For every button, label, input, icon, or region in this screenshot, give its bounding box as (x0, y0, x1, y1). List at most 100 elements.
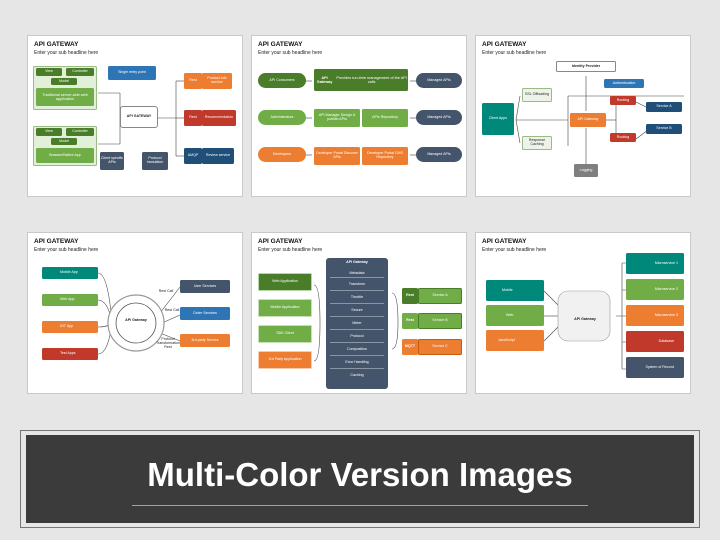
order-services-box: Order Services (180, 307, 230, 320)
protocol-box: Protocol translation (142, 152, 168, 170)
iot-app-box: IOT App (42, 321, 98, 333)
gateway-title: API Gateway (316, 75, 333, 84)
routing-box-1: Routing (610, 96, 636, 105)
microservice-2-box: Microservice 2 (626, 279, 684, 300)
third-party-box: 3rd party Service (180, 334, 230, 347)
rest-2: Rest (402, 313, 418, 329)
system-of-record-box: System of Record (626, 357, 684, 378)
web-box: Web (486, 305, 544, 326)
slide-thumbnail-5[interactable]: API GATEWAY Enter your sub headline here… (251, 232, 467, 394)
feature-secure: Secure (330, 304, 384, 317)
third-party-box: 3rd Party Application (258, 351, 312, 369)
caching-box: Response Caching (522, 136, 552, 150)
banner-title: Multi-Color Version Images (147, 456, 573, 493)
model-box-2: Model (51, 138, 77, 145)
controller-box: Controller (66, 68, 94, 76)
feature-transform: Transform (330, 278, 384, 291)
review-box: Review service (202, 148, 234, 164)
controller-box-2: Controller (66, 128, 94, 136)
consumers-box: API Consumers (258, 73, 306, 88)
client-apps-box: Client Apps (482, 103, 514, 135)
mobile-app-box: Mobile App (42, 267, 98, 279)
web-app-box: Web App (42, 294, 98, 306)
mobile-app-box: Mobile Application (258, 299, 312, 317)
feature-meter: Meter (330, 317, 384, 330)
rest-box: Rest (184, 73, 202, 89)
gateway-panel: API Gateway Metadata Transform Throttle … (326, 258, 388, 389)
rest-1: Rest (402, 288, 418, 304)
mqtt: MQTT (402, 339, 418, 355)
feature-caching: Caching (350, 372, 364, 377)
routing-box-2: Routing (610, 133, 636, 142)
repository-box: APIs Repository (362, 109, 408, 127)
authentication-box: Authentication (604, 79, 644, 88)
model-box: Model (51, 78, 77, 85)
slide-subtitle: Enter your sub headline here (258, 50, 323, 56)
recommendation-box: Recommendation (202, 110, 236, 126)
slide-thumbnail-2[interactable]: API GATEWAY Enter your sub headline here… (251, 35, 467, 197)
service-b-box: Service B (646, 124, 682, 134)
ssl-box: SSL Offloading (522, 88, 552, 102)
slide-title: API GATEWAY (258, 41, 303, 48)
managed-apis-2: Managed APIs (416, 110, 462, 125)
rest-call-2: Rest Call (164, 307, 180, 312)
managed-apis-1: Managed APIs (416, 73, 462, 88)
slide-subtitle: Enter your sub headline here (258, 247, 323, 253)
slide-title: API GATEWAY (482, 41, 527, 48)
single-entry-box: Single entry point (108, 66, 156, 80)
slide-thumbnail-4[interactable]: API GATEWAY Enter your sub headline here… (27, 232, 243, 394)
database-box: Database (626, 331, 684, 352)
mobile-app-box: Browser/Native App (36, 148, 94, 163)
microservice-1-box: Microservice 1 (626, 253, 684, 274)
developers-box: Developers (258, 147, 306, 162)
feature-composition: Composition (330, 343, 384, 356)
connector-lines (543, 262, 626, 370)
connector-lines (306, 80, 416, 156)
sdk-box: SDK Client (258, 325, 312, 343)
administrators-box: Administrators (258, 110, 306, 125)
connector-lines (313, 284, 399, 362)
slide-subtitle: Enter your sub headline here (482, 50, 547, 56)
view-box: View (36, 68, 62, 76)
slide-subtitle: Enter your sub headline here (34, 247, 99, 253)
slide-title: API GATEWAY (258, 238, 303, 245)
product-info-box: Product info service (202, 73, 232, 89)
web-app-box: Traditional server-side web application (36, 88, 94, 106)
managed-apis-3: Managed APIs (416, 147, 462, 162)
test-apps-box: Test Apps (42, 348, 98, 360)
gateway-box: API GATEWAY (120, 106, 158, 128)
gateway-panel-title: API Gateway (346, 260, 368, 264)
slide-thumbnail-3[interactable]: API GATEWAY Enter your sub headline here… (475, 35, 691, 197)
manager-box: API Manager Design & publish APIs (314, 109, 360, 127)
amqp-box: AMQP (184, 148, 202, 164)
logging-box: Logging (574, 164, 598, 177)
user-services-box: User Services (180, 280, 230, 293)
rest2-box: Rest (184, 110, 202, 126)
gateway-label: API Gateway (125, 318, 147, 323)
identity-box: Identity Provider (556, 61, 616, 72)
cms-box: Developer Portal CMS Repository (362, 147, 408, 165)
banner: Multi-Color Version Images (26, 435, 694, 523)
feature-throttle: Throttle (330, 291, 384, 304)
slide-title: API GATEWAY (34, 238, 79, 245)
gateway-desc: Provides run-time management of the API … (336, 75, 407, 84)
portal-box: Developer Portal Discover APIs (314, 147, 360, 165)
rest-call-1: Rest Call (158, 288, 174, 293)
client-apis-box: Client specific APIs (100, 152, 124, 170)
web-app-box: Web Application (258, 273, 312, 291)
view-box-2: View (36, 128, 62, 136)
slide-title: API GATEWAY (482, 238, 527, 245)
service-a-box: Service A (646, 102, 682, 112)
connector-lines (97, 272, 181, 355)
slide-subtitle: Enter your sub headline here (482, 247, 547, 253)
javascript-box: JavaScript (486, 330, 544, 351)
slide-thumbnail-6[interactable]: API GATEWAY Enter your sub headline here… (475, 232, 691, 394)
slide-thumbnail-1[interactable]: API GATEWAY Enter your sub headline here… (27, 35, 243, 197)
feature-metadata: Metadata (330, 268, 384, 278)
service-c-box: Service C (418, 339, 462, 355)
service-a-box: Service A (418, 288, 462, 304)
gateway-label: API Gateway (574, 317, 596, 322)
mobile-box: Mobile (486, 280, 544, 301)
